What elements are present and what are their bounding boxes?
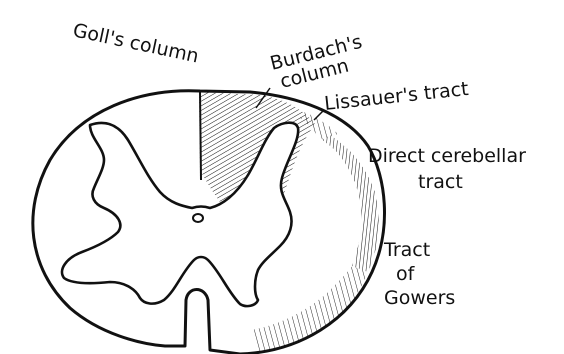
label-lissauers-tract: Lissauer's tract [323,78,469,115]
label-direct-cerebellar-line1: Direct cerebellar [368,145,526,167]
posterior-median-septum [200,91,201,180]
label-gowers-line1: Tract [383,239,430,261]
label-gowers-line3: Gowers [384,287,455,309]
central-canal [193,214,203,222]
label-gowers-line2: of [396,263,416,285]
label-direct-cerebellar-line2: tract [418,171,463,193]
label-golls-column: Goll's column [71,19,201,67]
